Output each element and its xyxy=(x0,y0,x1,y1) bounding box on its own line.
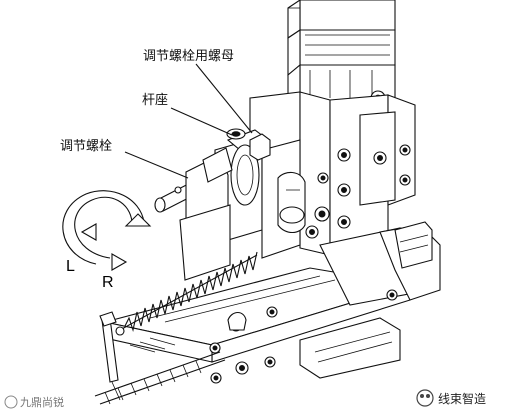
leader-lines xyxy=(124,63,253,179)
watermark-left-text: 九鼎尚锐 xyxy=(20,395,64,409)
watermark-right: 线束智造 xyxy=(416,389,486,407)
adjust-nut xyxy=(226,128,271,161)
label-adjust-bolt: 调节螺栓 xyxy=(60,139,112,154)
feed-lever xyxy=(99,311,121,401)
label-rotate-left: L xyxy=(66,258,75,275)
watermark-right-text: 线束智造 xyxy=(438,391,486,406)
watermark-left: 九鼎尚锐 xyxy=(4,395,64,409)
adjust-bolt xyxy=(154,147,233,239)
rotation-arrow-icon xyxy=(62,190,152,271)
terminal-guide xyxy=(394,221,433,269)
label-rotate-right: R xyxy=(102,274,114,291)
label-rod-seat: 杆座 xyxy=(142,93,168,108)
terminal-strip xyxy=(94,337,226,405)
label-adjust-bolt-nut: 调节螺栓用螺母 xyxy=(143,49,234,64)
feed-spring xyxy=(115,251,258,336)
